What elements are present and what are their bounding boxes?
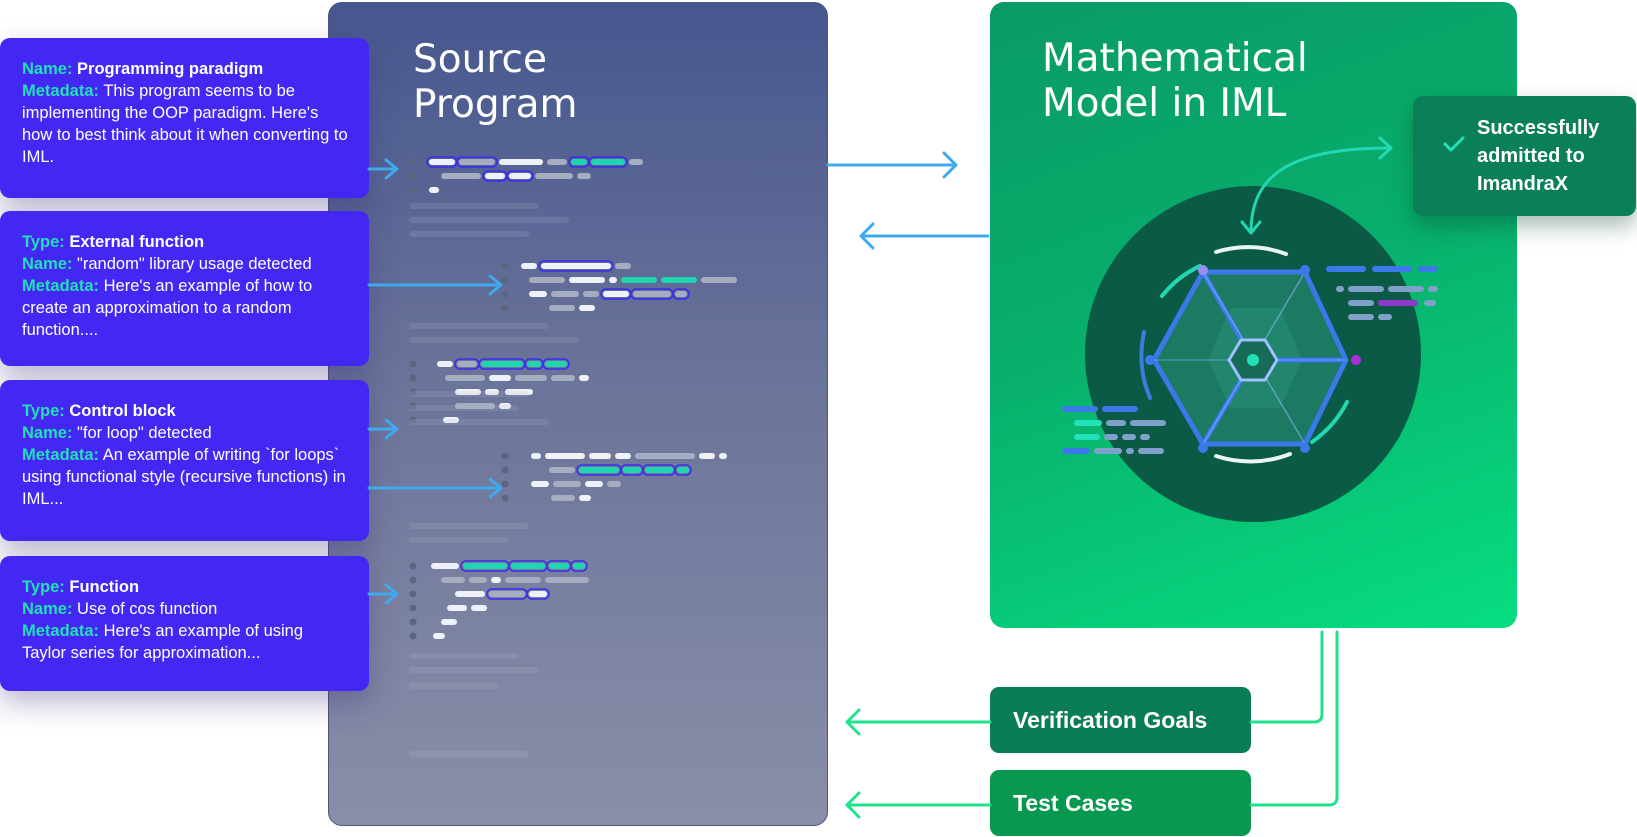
info-key: Metadata: — [22, 277, 100, 295]
info-card-external-function: Type: External function Name: "random" l… — [0, 211, 369, 366]
source-program-panel: Source Program — [328, 2, 828, 826]
arrow-right-icon — [367, 274, 503, 296]
info-value: "random" library usage detected — [77, 255, 312, 273]
info-value: This program seems to be implementing th… — [22, 82, 348, 166]
info-key: Metadata: — [22, 622, 100, 640]
info-key: Metadata: — [22, 82, 100, 100]
info-value: Function — [69, 578, 140, 596]
info-card-function: Type: Function Name: Use of cos function… — [0, 556, 369, 691]
admitted-status-text: Successfully admitted to ImandraX — [1477, 117, 1600, 195]
admitted-status-badge: Successfully admitted to ImandraX — [1413, 96, 1636, 216]
source-program-title: Source Program — [413, 37, 578, 127]
info-value: External function — [69, 233, 205, 251]
info-value: Here's an example of how to create an ap… — [22, 277, 313, 339]
info-key: Name: — [22, 424, 73, 442]
info-card-control-block: Type: Control block Name: "for loop" det… — [0, 380, 369, 541]
arrow-left-icon — [845, 791, 992, 819]
info-key: Metadata: — [22, 446, 100, 464]
arrow-right-icon — [367, 477, 503, 499]
code-illustration — [409, 156, 737, 757]
info-value: "for loop" detected — [77, 424, 212, 442]
info-key: Type: — [22, 578, 65, 596]
arrow-left-icon — [859, 222, 990, 250]
arrow-right-icon — [367, 158, 399, 180]
arrow-right-icon — [826, 151, 958, 179]
test-cases-box: Test Cases — [990, 770, 1251, 836]
info-key: Type: — [22, 402, 65, 420]
info-key: Name: — [22, 255, 73, 273]
info-value: Use of cos function — [77, 600, 218, 618]
arrow-right-icon — [367, 418, 399, 440]
check-icon — [1443, 136, 1465, 152]
info-key: Name: — [22, 600, 73, 618]
verification-goals-box: Verification Goals — [990, 687, 1251, 753]
info-key: Name: — [22, 60, 73, 78]
arrow-right-icon — [367, 583, 399, 605]
info-value: An example of writing `for loops` using … — [22, 446, 346, 508]
info-value: Control block — [69, 402, 176, 420]
logic-hexagon-icon — [1062, 186, 1438, 522]
info-card-paradigm: Name: Programming paradigm Metadata: Thi… — [0, 38, 369, 198]
math-model-panel: Mathematical Model in IML — [990, 2, 1517, 628]
info-value: Programming paradigm — [77, 60, 264, 78]
info-key: Type: — [22, 233, 65, 251]
arrow-left-icon — [845, 708, 992, 736]
math-model-title: Mathematical Model in IML — [1042, 36, 1308, 126]
info-value: Here's an example of using Taylor series… — [22, 622, 304, 662]
